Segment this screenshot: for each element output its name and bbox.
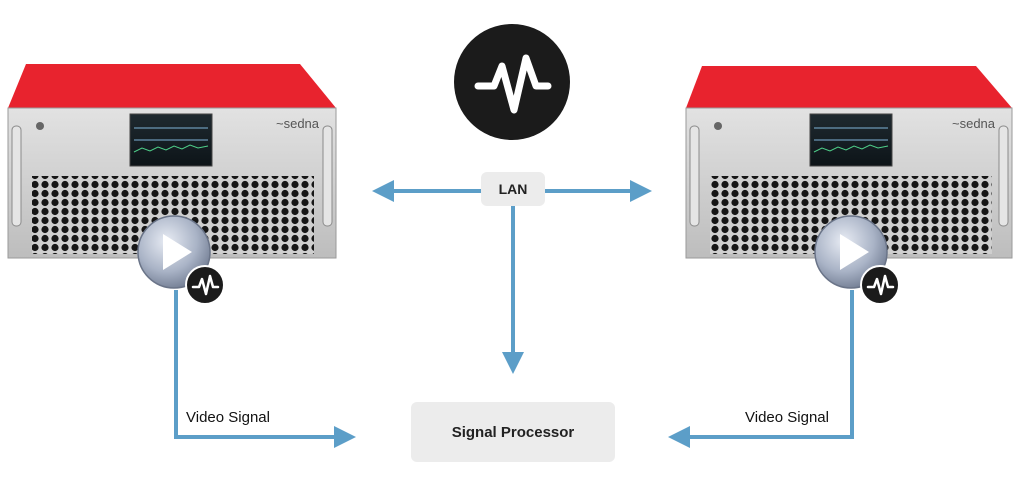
hardware-unit-right: ~sedna xyxy=(685,66,1013,259)
pulse-wave-icon xyxy=(454,24,570,140)
signal-processor-box: Signal Processor xyxy=(411,402,615,462)
unit-top-right xyxy=(686,66,1012,108)
screen-graph-right xyxy=(813,127,889,153)
arrowhead-lan-right xyxy=(630,180,652,202)
arrowhead-video-left xyxy=(334,426,356,448)
pulse-badge-icon-right xyxy=(860,265,900,305)
arrowheads xyxy=(334,180,690,448)
arrowhead-video-right xyxy=(668,426,690,448)
video-arrow-left xyxy=(174,290,336,439)
unit-logo-dot-left xyxy=(36,122,44,130)
unit-handle-right-a xyxy=(689,125,700,227)
unit-top-left xyxy=(8,64,336,108)
video-arrow-right xyxy=(688,290,854,439)
unit-logo-dot-right xyxy=(714,122,722,130)
unit-handle-left-b xyxy=(322,125,333,227)
video-signal-label-right: Video Signal xyxy=(745,409,829,426)
lan-label: LAN xyxy=(481,172,545,206)
unit-brand-right: ~sedna xyxy=(952,116,996,131)
unit-handle-left-a xyxy=(11,125,22,227)
arrowhead-lan-left xyxy=(372,180,394,202)
unit-brand-left: ~sedna xyxy=(276,116,320,131)
unit-handle-right-b xyxy=(998,125,1009,227)
screen-graph-left xyxy=(133,127,209,153)
arrows xyxy=(174,189,854,439)
pulse-badge-icon-left xyxy=(185,265,225,305)
arrowhead-lan-down xyxy=(502,352,524,374)
video-signal-label-left: Video Signal xyxy=(186,409,270,426)
